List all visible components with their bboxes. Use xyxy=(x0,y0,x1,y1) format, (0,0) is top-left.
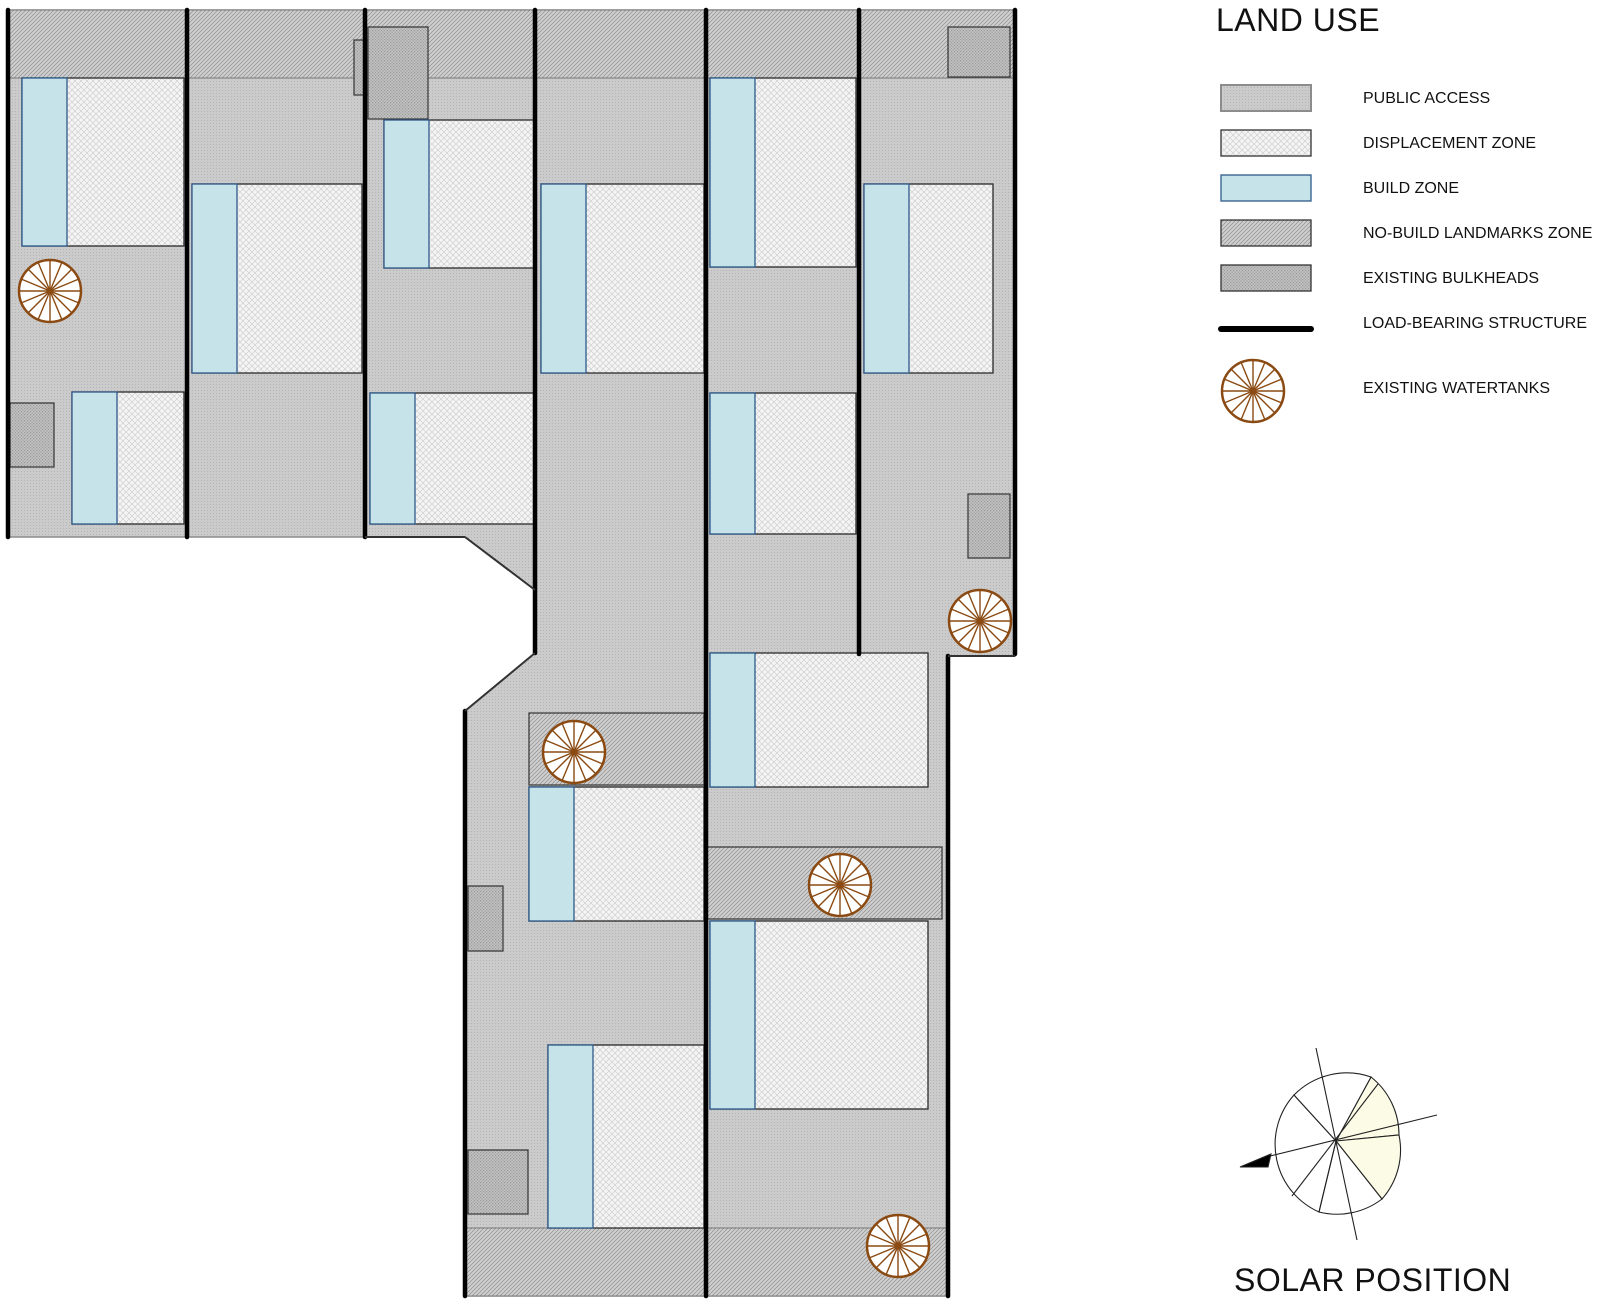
bulkhead xyxy=(467,1149,529,1215)
build-zone xyxy=(369,392,416,525)
legend-label-build: BUILD ZONE xyxy=(1363,180,1460,197)
legend-swatch-bulkhead xyxy=(1220,264,1312,292)
legend-label-structure: LOAD-BEARING STRUCTURE xyxy=(1363,315,1588,332)
watertank-icon xyxy=(541,719,607,785)
legend-label-public: PUBLIC ACCESS xyxy=(1363,90,1491,107)
legend-title: LAND USE xyxy=(1216,2,1381,38)
bulkhead xyxy=(367,26,429,120)
legend-label-landmark: NO-BUILD LANDMARKS ZONE xyxy=(1363,225,1593,242)
solar-diagram xyxy=(1239,1047,1438,1241)
build-zone xyxy=(71,391,118,525)
legend-swatch-landmark xyxy=(1220,219,1312,247)
legend-label-watertank: EXISTING WATERTANKS xyxy=(1363,380,1550,397)
build-zone xyxy=(709,920,756,1110)
bulkhead xyxy=(947,26,1011,78)
landmark-zone xyxy=(7,9,1016,79)
bulkhead xyxy=(967,493,1011,559)
watertank-icon xyxy=(865,1213,931,1279)
build-zone xyxy=(709,652,756,788)
build-zone xyxy=(547,1044,594,1229)
watertank-icon xyxy=(947,588,1013,654)
build-zone xyxy=(540,183,587,374)
bulkhead xyxy=(9,402,55,468)
watertank-icon xyxy=(807,852,873,918)
bulkhead xyxy=(467,885,504,952)
build-zone xyxy=(709,392,756,535)
build-zone xyxy=(528,786,575,922)
watertank-icon xyxy=(17,258,83,324)
build-zone xyxy=(709,77,756,268)
build-zone xyxy=(21,77,68,247)
legend-label-bulkhead: EXISTING BULKHEADS xyxy=(1363,270,1540,287)
build-zone xyxy=(383,119,430,269)
legend-swatch-displacement xyxy=(1220,129,1312,157)
solar-position-title: SOLAR POSITION xyxy=(1234,1262,1512,1298)
build-zone xyxy=(191,183,238,374)
legend-swatch-build xyxy=(1220,174,1312,202)
legend-label-displacement: DISPLACEMENT ZONE xyxy=(1363,135,1537,152)
legend-swatch-public xyxy=(1220,84,1312,112)
build-zone xyxy=(863,183,910,374)
legend-watertank-icon xyxy=(1220,358,1286,424)
